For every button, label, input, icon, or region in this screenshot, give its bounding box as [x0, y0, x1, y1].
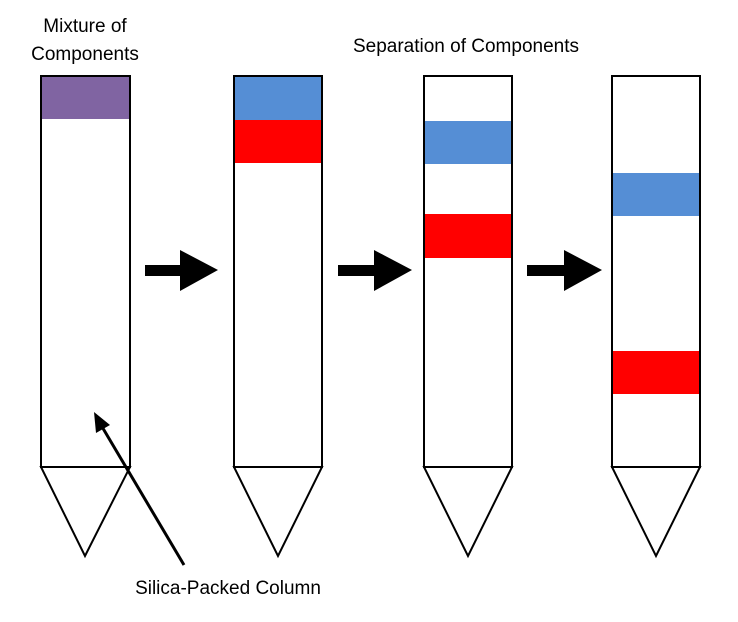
column-2 [232, 75, 324, 559]
column-4-tip [610, 466, 702, 559]
mixture-band [41, 76, 130, 119]
column-1-tip [39, 466, 132, 559]
label-silica-packed-column: Silica-Packed Column [135, 578, 321, 599]
label-mixture-line1: Mixture of [43, 16, 127, 37]
column-1 [39, 75, 132, 559]
column-3 [422, 75, 514, 559]
column-3-tip [422, 466, 514, 559]
red-band [424, 214, 512, 258]
silica-pointer-arrow [94, 412, 186, 566]
label-mixture-line2: Components [31, 44, 139, 65]
label-separation: Separation of Components [353, 36, 579, 57]
column-1-body [40, 75, 131, 468]
red-band [234, 120, 322, 163]
blue-band [234, 76, 322, 120]
arrow-3 [527, 250, 602, 291]
column-4 [610, 75, 702, 559]
red-band [612, 351, 700, 394]
column-4-body [611, 75, 701, 468]
arrow-1 [145, 250, 218, 291]
blue-band [424, 121, 512, 164]
blue-band [612, 173, 700, 216]
arrow-2 [338, 250, 412, 291]
column-2-tip [232, 466, 324, 559]
